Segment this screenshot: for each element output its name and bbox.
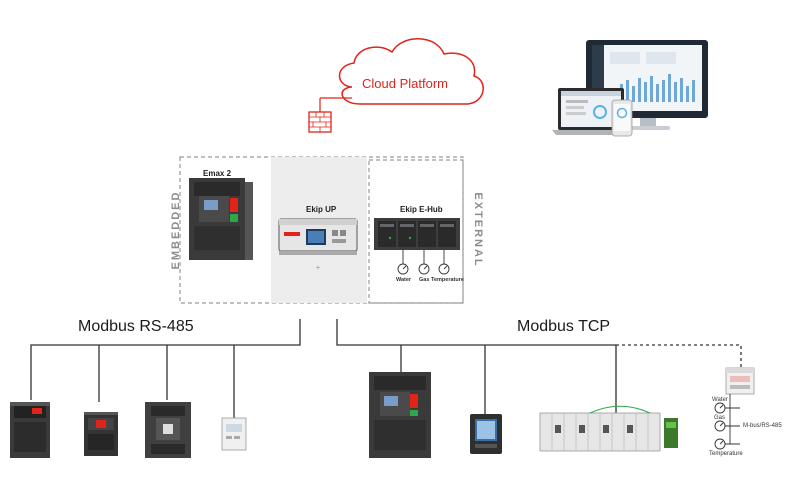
ehub-meter-temperature-label: Temperature xyxy=(431,277,464,283)
modbus-tcp-bus xyxy=(336,319,617,414)
mccb-breaker-image xyxy=(84,412,118,456)
external-label: EXTERNAL xyxy=(472,192,484,268)
mbus-converter-image xyxy=(725,367,755,395)
modbus-tcp-label: Modbus TCP xyxy=(517,318,611,335)
tmax-breaker-image xyxy=(10,402,50,458)
emax2-title: Emax 2 xyxy=(203,169,232,178)
embedded-label: EMBEDDED xyxy=(170,190,182,270)
ehub-meter-icons xyxy=(397,250,450,275)
modbus-tcp-dashed-link xyxy=(616,344,742,368)
external-zone-box xyxy=(368,159,464,304)
cloud-icon xyxy=(338,38,484,105)
mbus-meter-water-label: Water xyxy=(712,397,728,403)
ehub-meter-water-label: Water xyxy=(396,277,412,283)
din-rail-modules-image xyxy=(539,405,678,452)
ekip-up-image xyxy=(278,218,358,255)
cloud-platform-label: Cloud Platform xyxy=(362,76,448,91)
ehub-meter-gas-label: Gas xyxy=(419,277,430,283)
modbus-rs485-bus xyxy=(30,319,301,418)
ekip-up-title: Ekip UP xyxy=(306,205,337,214)
svg-text:+: + xyxy=(316,263,321,272)
mbus-meter-gas-label: Gas xyxy=(714,415,726,421)
dashboard-screens-image xyxy=(552,40,708,137)
mbus-meter-icons xyxy=(714,394,740,450)
mbus-rs485-label: M-bus/RS-485 xyxy=(743,423,782,429)
ekip-ehub-image xyxy=(374,218,460,250)
emax2-breaker-image xyxy=(189,178,253,260)
energy-meter-image xyxy=(221,417,247,451)
emax2-breaker-tcp-image xyxy=(369,372,431,458)
tmax-xt-breaker-image xyxy=(145,402,191,458)
network-analyzer-image xyxy=(470,414,502,454)
ekip-ehub-title: Ekip E-Hub xyxy=(400,205,443,214)
firewall-icon xyxy=(308,111,332,133)
mbus-meter-temperature-label: Temperature xyxy=(709,451,743,457)
modbus-rs485-label: Modbus RS-485 xyxy=(78,318,194,335)
